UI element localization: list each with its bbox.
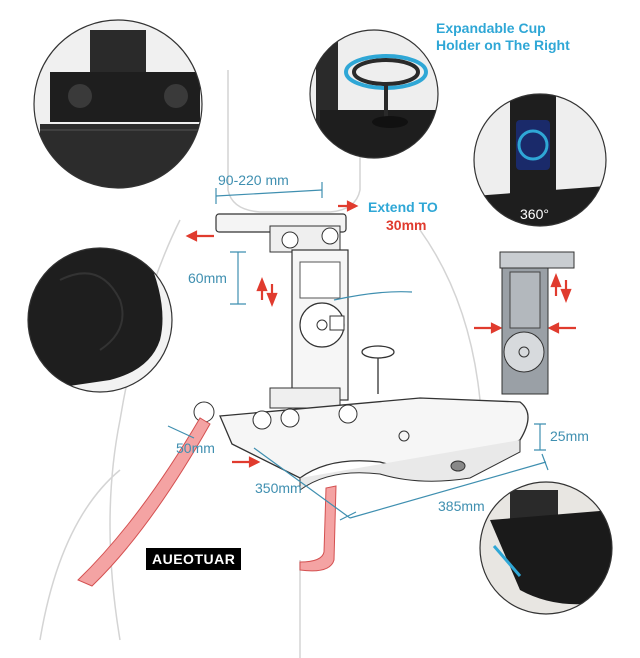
detail-circle-clamp [33, 19, 203, 189]
detail-circle-corner [27, 247, 173, 393]
seat-outline [39, 70, 481, 658]
mount-detail [499, 251, 575, 395]
brand-label: AUEOTUAR [146, 548, 242, 570]
cup-ring [361, 345, 395, 394]
dimension-clamp-width: 90-220 mm [218, 172, 289, 188]
clamp-assembly [215, 213, 347, 253]
vertical-mount [269, 249, 349, 409]
extend-label: Extend TO [368, 199, 438, 215]
dimension-tray-depth: 350mm [255, 480, 302, 496]
detail-circle-phone-holder [473, 93, 607, 227]
dimension-lines [167, 182, 549, 521]
dimension-height-adjust: 60mm [188, 270, 227, 286]
rotation-label: 360° [520, 206, 549, 222]
dimension-tray-thickness: 25mm [550, 428, 589, 444]
dimension-tray-width: 385mm [438, 498, 485, 514]
red-arrows [185, 200, 576, 468]
tray [193, 397, 529, 491]
red-strap [77, 417, 337, 587]
extend-value: 30mm [386, 217, 427, 233]
feature-cup-holder-line1: Expandable Cup [436, 20, 546, 36]
dimension-slide: 50mm [176, 440, 215, 456]
feature-cup-holder-line2: Holder on The Right [436, 37, 570, 53]
detail-circle-cup-holder [309, 29, 439, 159]
detail-circle-tray [479, 481, 613, 615]
feature-cup-holder: Expandable Cup Holder on The Right [436, 20, 570, 54]
